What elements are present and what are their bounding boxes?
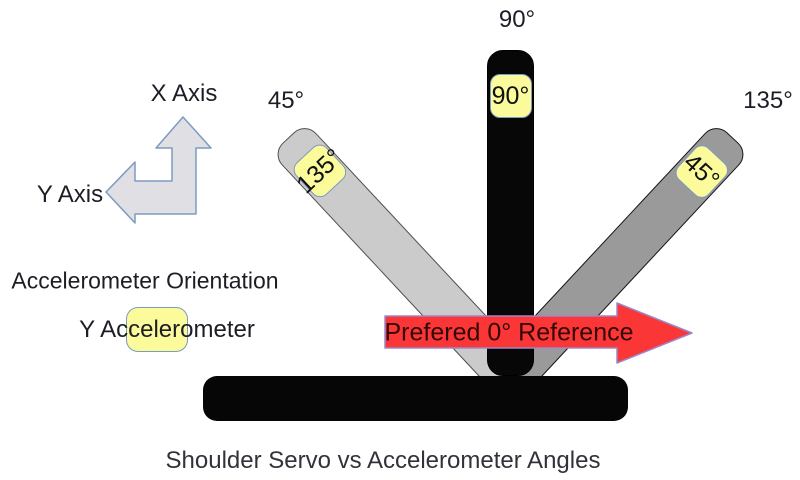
diagram-title: Shoulder Servo vs Accelerometer Angles (165, 447, 601, 474)
x-axis-label: X Axis (150, 80, 218, 107)
y-accelerometer-marker (126, 307, 188, 352)
y-axis-label: Y Axis (36, 181, 104, 208)
accelerometer-orientation-heading: Accelerometer Orientation (11, 267, 279, 294)
accel-reading-45: 135° (290, 142, 348, 199)
bent-arrow-shape (105, 116, 212, 224)
servo-base-bar (203, 376, 628, 421)
accel-reading-badge-135: 45° (671, 140, 732, 202)
servo-angle-caption-90: 90° (498, 6, 536, 33)
accel-reading-badge-90: 90° (489, 74, 532, 118)
servo-angle-caption-45: 45° (267, 87, 305, 114)
reference-arrow-shape (384, 302, 693, 364)
reference-arrow-label: Prefered 0° Reference (384, 318, 634, 347)
reference-arrow-icon (384, 302, 693, 364)
accel-reading-badge-45: 135° (289, 140, 350, 202)
y-accelerometer-label: Y Accelerometer (79, 316, 255, 343)
servo-angle-caption-135: 135° (743, 87, 793, 114)
accel-reading-135: 45° (678, 147, 726, 194)
xy-axis-bent-arrow-icon (105, 116, 212, 224)
accel-reading-90: 90° (491, 81, 530, 110)
